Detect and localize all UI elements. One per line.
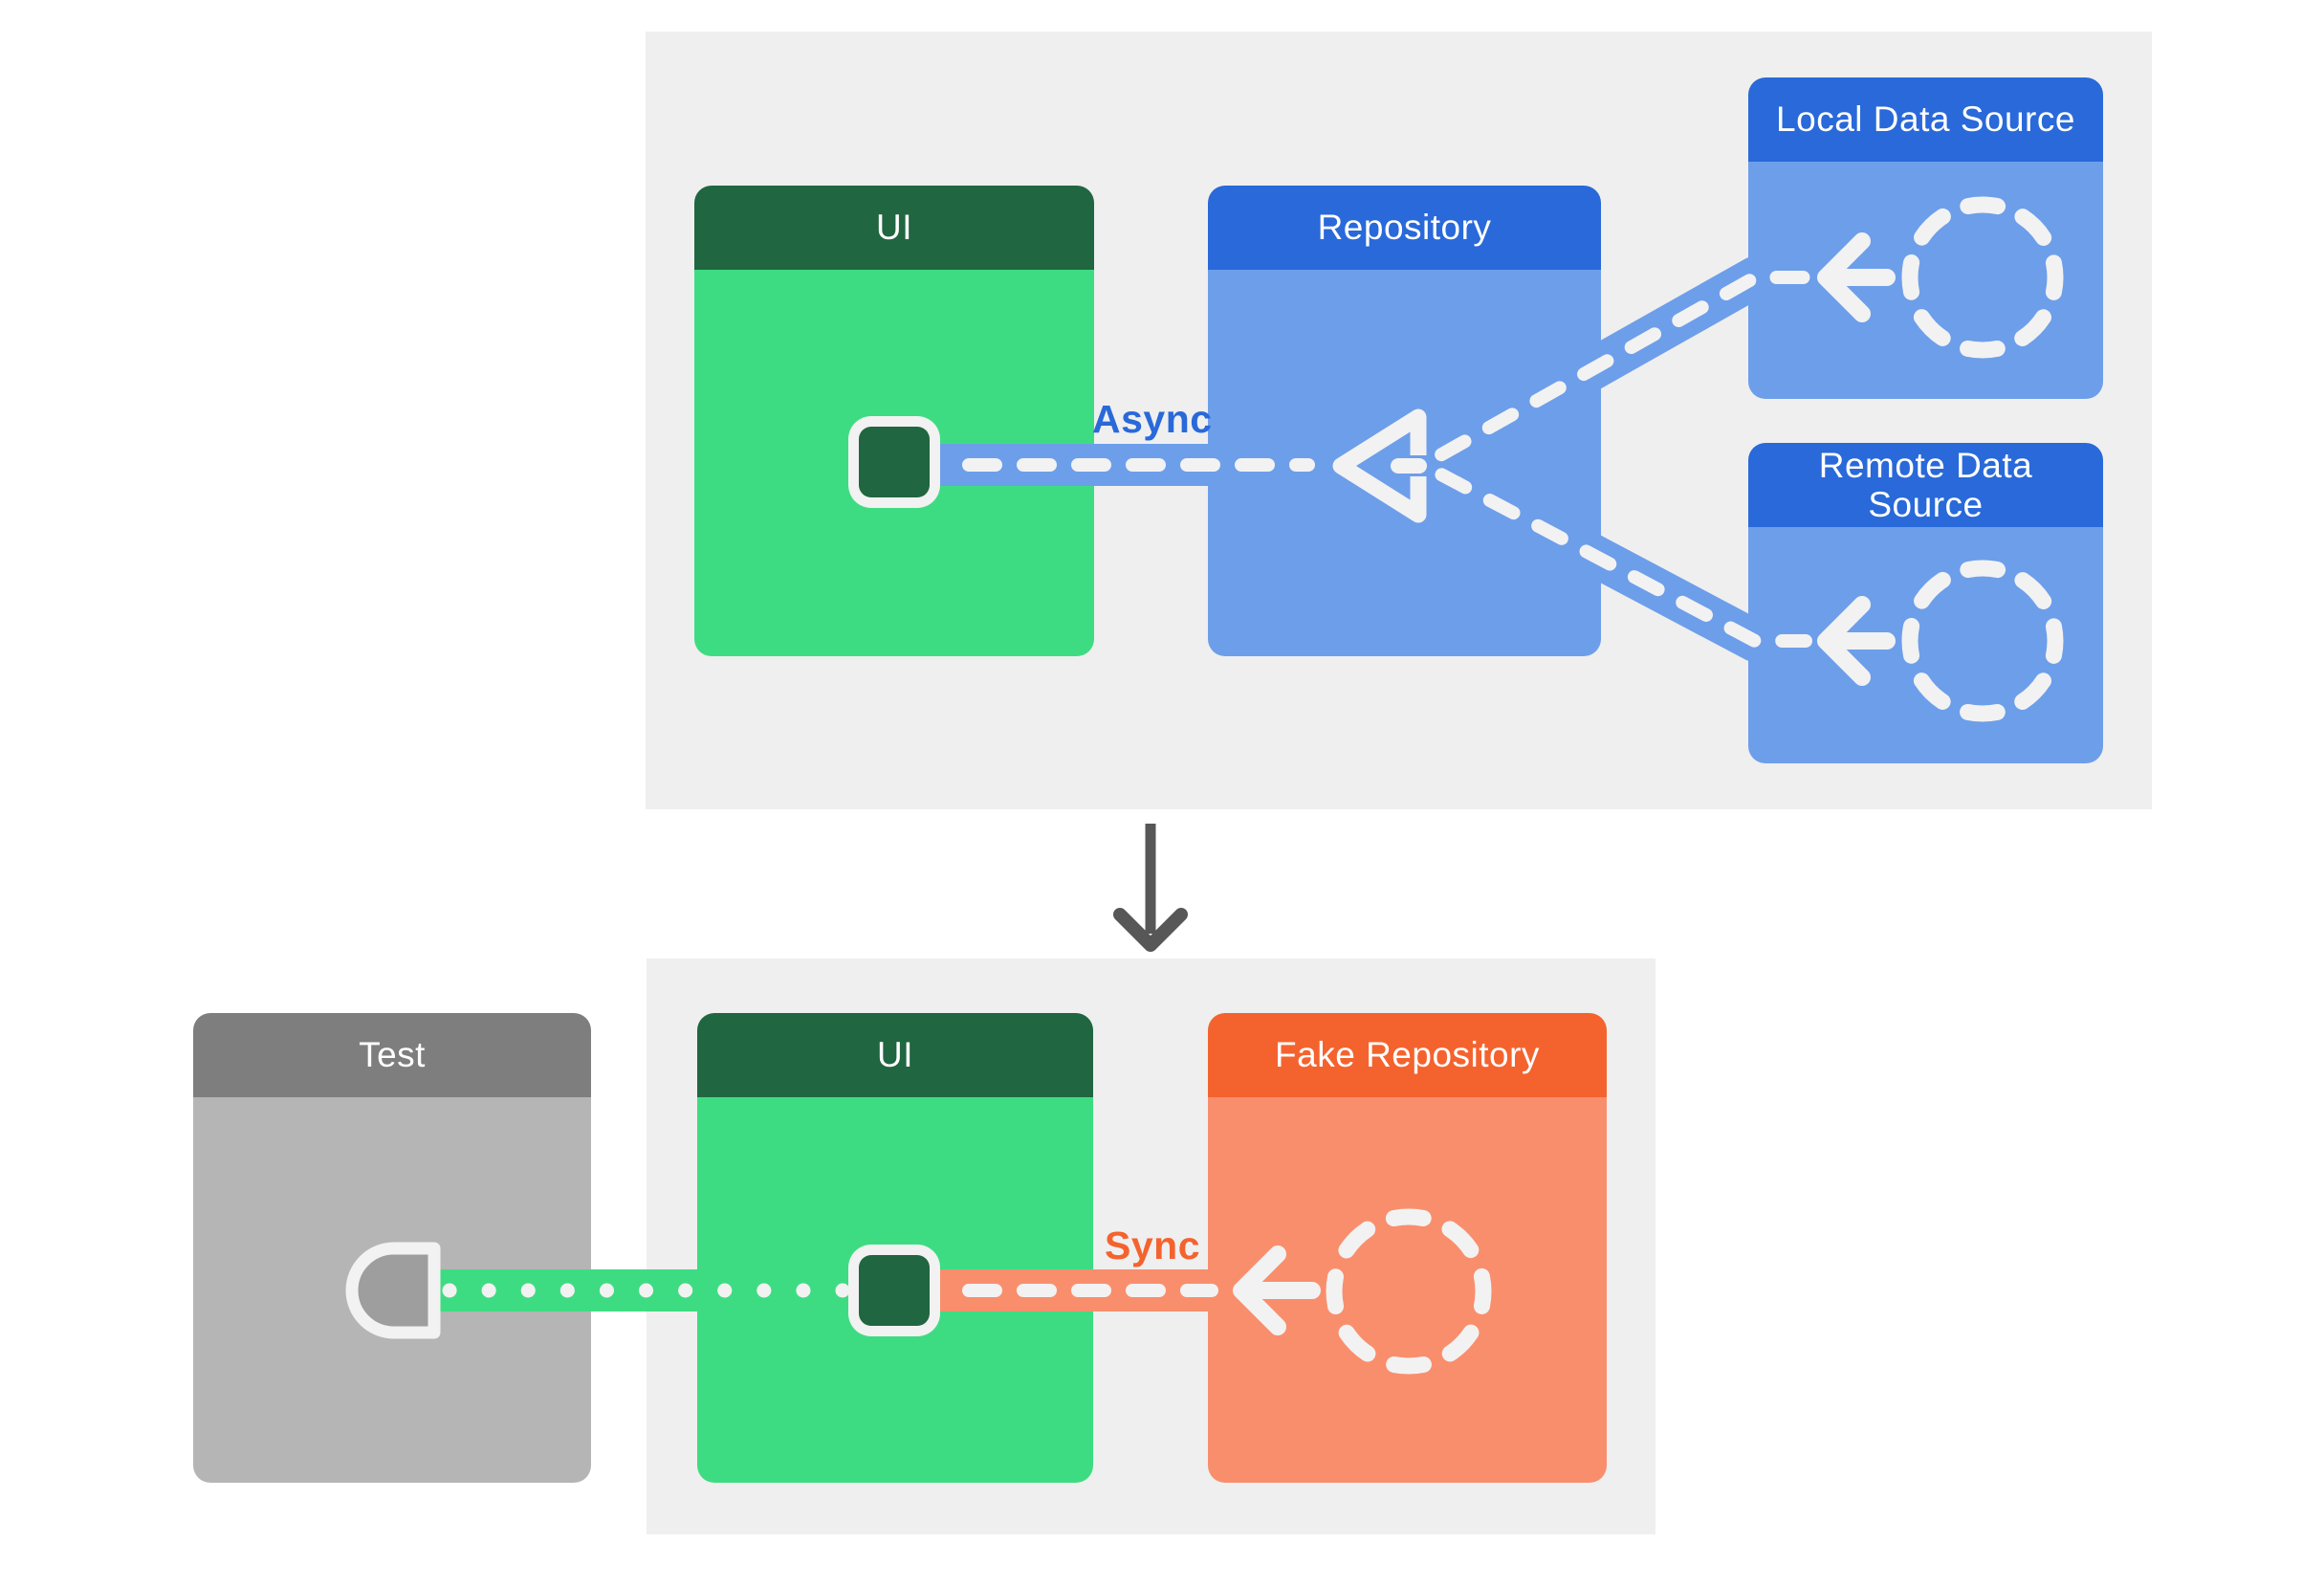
test-box: Test — [193, 1013, 591, 1483]
ui-box-top-title: UI — [876, 208, 912, 248]
local-data-source-body — [1748, 162, 2103, 399]
repository-box-title: Repository — [1317, 208, 1492, 248]
fake-repository-title: Fake Repository — [1275, 1035, 1540, 1075]
async-label: Async — [1092, 397, 1213, 441]
remote-data-source-title: Remote Data Source — [1818, 445, 2033, 524]
sync-label: Sync — [1105, 1223, 1200, 1267]
fake-repository-box: Fake Repository — [1208, 1013, 1607, 1483]
repository-box-body — [1208, 270, 1601, 656]
test-box-body — [193, 1097, 591, 1483]
ui-box-top: UI — [694, 186, 1094, 656]
local-data-source-header: Local Data Source — [1748, 77, 2103, 162]
ui-box-bottom-body — [697, 1097, 1093, 1483]
down-arrow-icon — [1113, 824, 1188, 952]
repository-box-header: Repository — [1208, 186, 1601, 270]
ui-box-top-header: UI — [694, 186, 1094, 270]
repository-box: Repository — [1208, 186, 1601, 656]
ui-box-bottom-title: UI — [877, 1035, 913, 1075]
local-data-source-title: Local Data Source — [1776, 99, 2075, 140]
test-box-header: Test — [193, 1013, 591, 1097]
test-box-title: Test — [359, 1035, 426, 1075]
fake-repository-body — [1208, 1097, 1607, 1483]
ui-box-top-body — [694, 270, 1094, 656]
ui-box-bottom: UI — [697, 1013, 1093, 1483]
down-arrow-head — [1113, 908, 1188, 952]
fake-repository-header: Fake Repository — [1208, 1013, 1607, 1097]
remote-data-source-box: Remote Data Source — [1748, 443, 2103, 763]
local-data-source-box: Local Data Source — [1748, 77, 2103, 399]
ui-box-bottom-header: UI — [697, 1013, 1093, 1097]
remote-data-source-body — [1748, 527, 2103, 763]
remote-data-source-header: Remote Data Source — [1748, 443, 2103, 527]
